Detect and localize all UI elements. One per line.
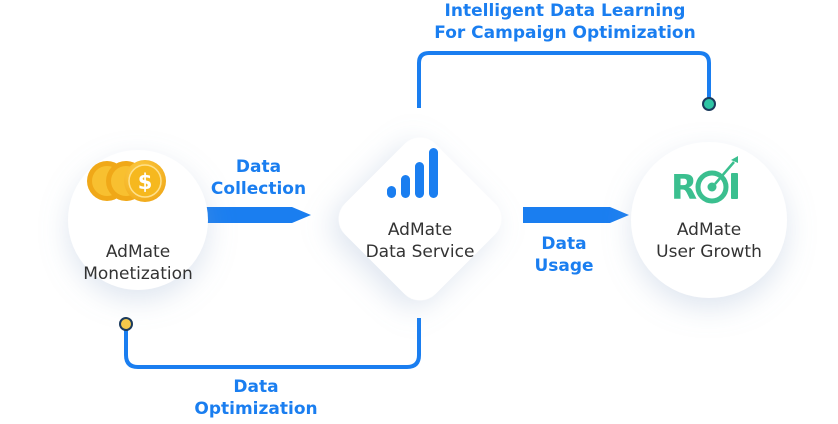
data-collection-arrow	[205, 207, 311, 223]
data-service-node	[338, 137, 502, 301]
svg-text:$: $	[138, 170, 153, 194]
optimization-connector	[124, 318, 421, 369]
user-growth-label-line1: AdMate	[676, 220, 742, 240]
data-optimization-label-line2: Optimization	[194, 399, 318, 419]
data-usage-label-line2: Usage	[534, 256, 594, 276]
data-optimization-label-line1: Data	[233, 377, 279, 397]
intelligent-learning-label: Intelligent Data Learning For Campaign O…	[405, 0, 725, 44]
data-collection-label: Data Collection	[196, 156, 321, 200]
data-usage-arrow	[523, 207, 629, 223]
roi-target-icon: R	[671, 156, 738, 208]
learning-connector	[417, 51, 711, 108]
monetization-label-line1: AdMate	[105, 242, 171, 262]
user-growth-node	[631, 142, 787, 298]
monetization-label: AdMate Monetization	[63, 241, 213, 285]
user-growth-label: AdMate User Growth	[634, 219, 784, 263]
monetization-label-line2: Monetization	[83, 264, 193, 284]
data-service-label-line1: AdMate	[387, 220, 453, 240]
data-optimization-label: Data Optimization	[186, 376, 326, 420]
user-growth-label-line2: User Growth	[656, 242, 762, 262]
optimization-end-dot	[119, 317, 133, 331]
data-usage-label-line1: Data	[541, 234, 587, 254]
data-collection-label-line1: Data	[235, 157, 282, 177]
gold-coins-icon: $	[87, 160, 166, 202]
data-service-label: AdMate Data Service	[345, 219, 495, 263]
data-service-label-line2: Data Service	[365, 242, 475, 262]
data-collection-label-line2: Collection	[210, 179, 307, 199]
svg-text:R: R	[671, 168, 697, 208]
intelligent-learning-label-line1: Intelligent Data Learning	[444, 1, 686, 21]
signal-bars-icon	[387, 148, 438, 198]
intelligent-learning-label-line2: For Campaign Optimization	[434, 23, 696, 43]
learning-end-dot	[702, 97, 716, 111]
data-usage-label: Data Usage	[514, 233, 614, 277]
